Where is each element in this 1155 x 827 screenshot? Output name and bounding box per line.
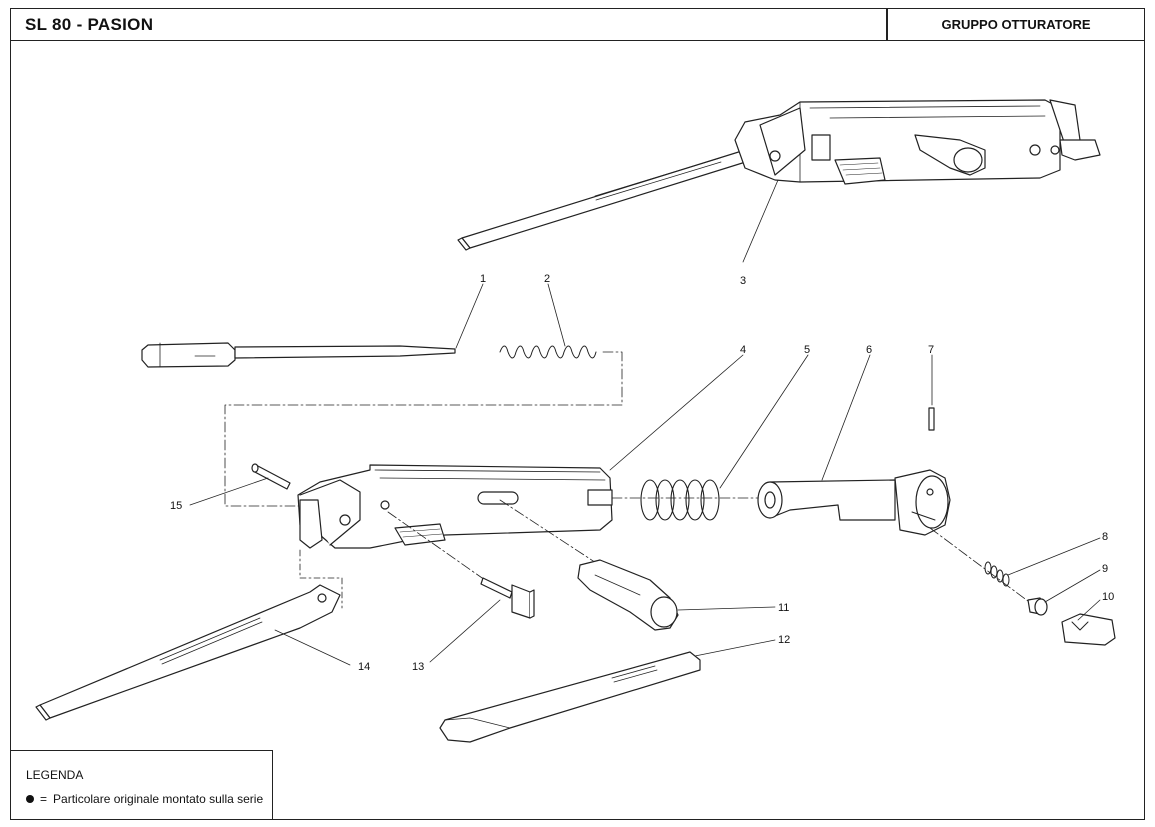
callout-11: 11: [778, 602, 789, 614]
original-part-bullet-icon: [26, 795, 34, 803]
callout-14: 14: [358, 661, 370, 673]
drawing-sheet: SL 80 - PASION GRUPPO OTTURATORE: [10, 8, 1145, 820]
leader-line-6: [821, 354, 871, 481]
leader-line-12: [694, 639, 776, 657]
title-divider: [886, 9, 888, 41]
part-1-firing-pin: [141, 342, 456, 368]
part-9-plunger: [1027, 597, 1048, 616]
assembled-bolt-group: [457, 99, 1101, 251]
part-8-spring: [984, 561, 1010, 587]
legend-equals: =: [40, 792, 48, 806]
part-5-recoil-spring: [640, 479, 720, 521]
callout-1: 1: [480, 273, 486, 285]
leader-line-11: [677, 606, 776, 611]
leader-line-4: [609, 354, 744, 471]
callout-12: 12: [778, 634, 790, 646]
callout-6: 6: [866, 344, 872, 356]
part-14-operating-rod: [35, 584, 341, 721]
callout-10: 10: [1102, 591, 1114, 603]
callout-3: 3: [740, 275, 746, 287]
leader-line-1: [455, 283, 484, 349]
assembly-path-4: [499, 499, 611, 573]
leader-line-2: [547, 283, 566, 347]
part-10-extractor: [1061, 613, 1116, 646]
leader-line-10: [1077, 599, 1101, 621]
title-block: SL 80 - PASION GRUPPO OTTURATORE: [11, 9, 1144, 41]
callout-5: 5: [804, 344, 810, 356]
part-7-pin: [928, 407, 935, 431]
leader-line-3: [742, 179, 779, 263]
part-15-roll-pin: [251, 463, 291, 490]
callout-15: 15: [170, 500, 182, 512]
part-6-bolt-head: [757, 469, 951, 536]
section-title: GRUPPO OTTURATORE: [941, 17, 1091, 32]
part-2-firing-pin-spring: [499, 345, 597, 359]
leader-line-15: [189, 477, 269, 506]
leader-line-5: [719, 354, 809, 489]
part-4-bolt-body: [297, 464, 613, 549]
callout-2: 2: [544, 273, 550, 285]
leader-line-9: [1044, 569, 1101, 603]
leader-line-13: [429, 599, 501, 663]
callout-13: 13: [412, 661, 424, 673]
callout-4: 4: [740, 344, 746, 356]
assembly-path-6: [299, 549, 343, 609]
callout-8: 8: [1102, 531, 1108, 543]
assembly-path-5: [387, 511, 486, 581]
callout-7: 7: [928, 344, 934, 356]
callout-9: 9: [1102, 563, 1108, 575]
leader-line-14: [274, 629, 351, 666]
legend-box: LEGENDA = Particolare originale montato …: [10, 750, 273, 820]
part-12-slide-plate: [439, 651, 701, 743]
legend-text: Particolare originale montato sulla seri…: [53, 792, 264, 806]
legend-title: LEGENDA: [26, 768, 84, 782]
legend-row: = Particolare originale montato sulla se…: [26, 792, 263, 806]
part-13-screw: [480, 577, 535, 619]
leader-line-8: [1007, 537, 1101, 576]
part-11-bolt-handle: [577, 559, 679, 631]
assembly-path-1: [224, 351, 623, 507]
model-title: SL 80 - PASION: [25, 15, 154, 34]
